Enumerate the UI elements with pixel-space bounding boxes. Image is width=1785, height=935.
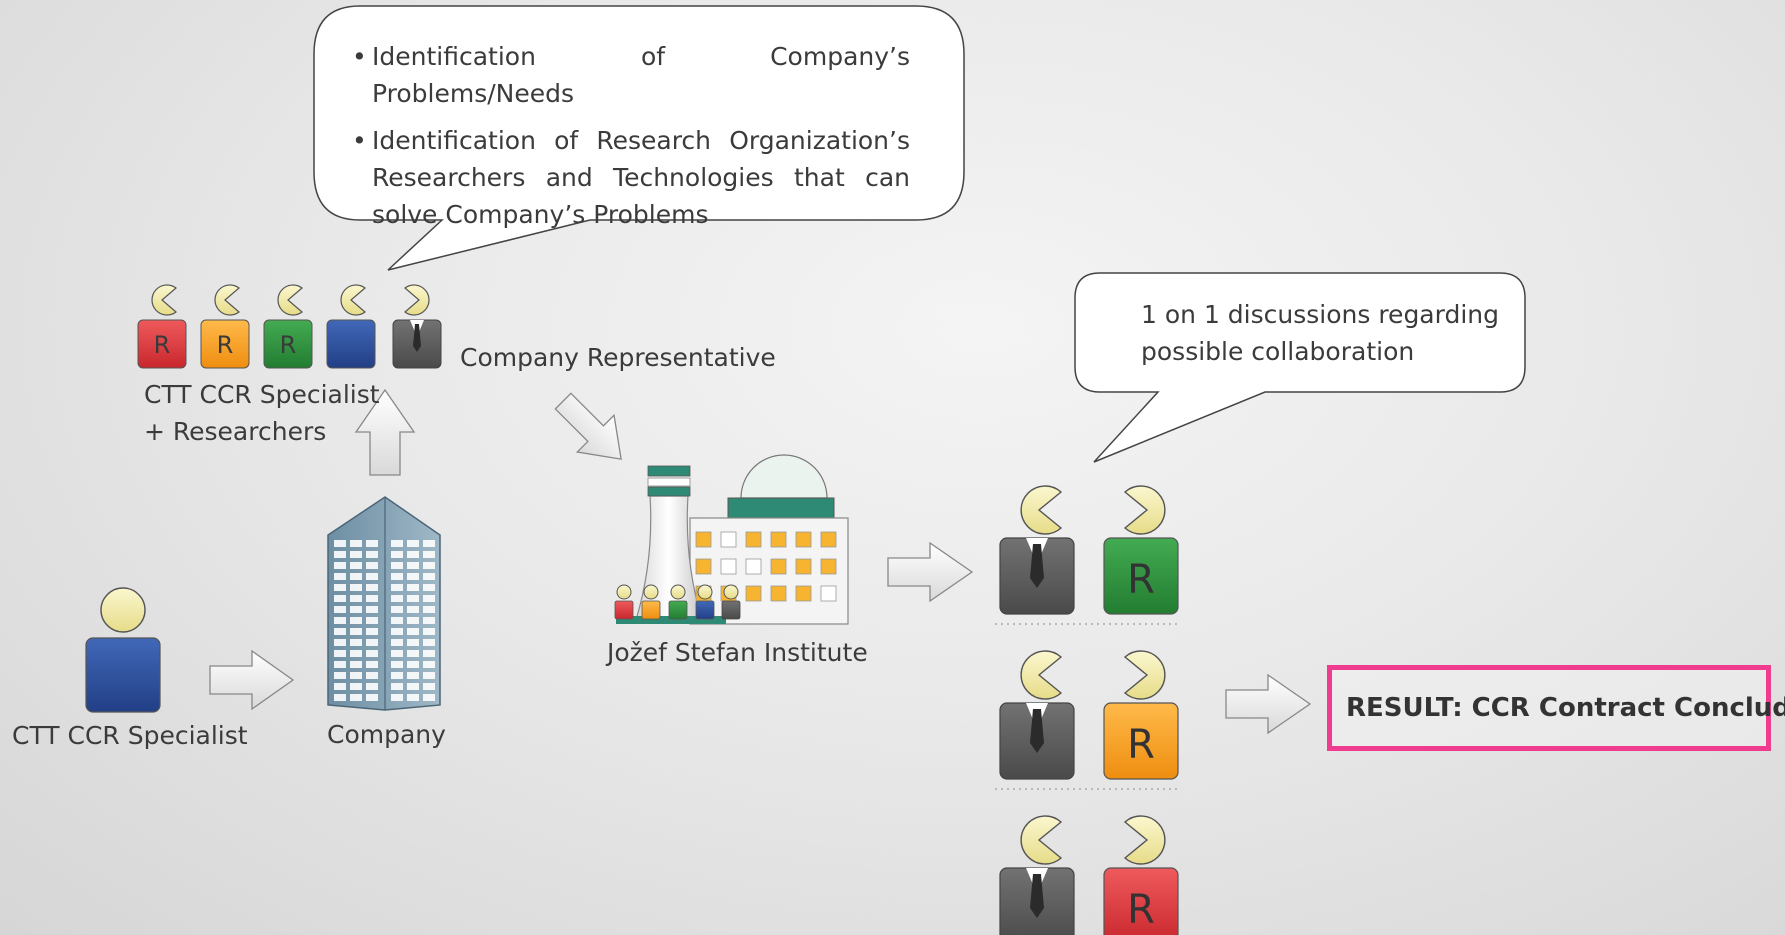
- researcher-letter: R: [1127, 722, 1155, 768]
- company-representative-label: Company Representative: [460, 343, 776, 372]
- researcher-icon: R: [137, 284, 187, 369]
- arrow-icon: [1225, 673, 1312, 735]
- discussion-pair: R: [999, 650, 1179, 780]
- suit-person-icon: [999, 485, 1075, 615]
- institute-icon: [614, 454, 849, 625]
- suit-person-icon: [999, 650, 1075, 780]
- building-icon: [327, 496, 441, 711]
- discussion-pair: R: [999, 485, 1179, 615]
- group-label-line2: + Researchers: [144, 417, 327, 446]
- institute-people: [614, 584, 741, 620]
- bubble-item: Identification of Research Organization’…: [352, 122, 910, 233]
- researcher-icon: R: [263, 284, 313, 369]
- researcher-letter: R: [1127, 887, 1155, 933]
- bubble-item: Identification of Company’s Problems/Nee…: [352, 38, 910, 112]
- researcher-icon: R: [1103, 650, 1179, 780]
- arrow-icon: [554, 392, 622, 460]
- institute-label: Jožef Stefan Institute: [607, 638, 868, 667]
- discussion-pair: R: [999, 815, 1179, 935]
- svg-text:R: R: [280, 331, 297, 359]
- result-text: RESULT: CCR Contract Concluded: [1346, 693, 1785, 723]
- specialist-icon: [326, 284, 376, 369]
- researcher-letter: R: [1127, 557, 1155, 603]
- researcher-icon: R: [1103, 815, 1179, 935]
- arrow-icon: [209, 649, 295, 711]
- result-box: RESULT: CCR Contract Concluded: [1327, 665, 1785, 751]
- suit-person-icon: [392, 284, 442, 369]
- company-label: Company: [327, 720, 446, 749]
- specialist-icon: [85, 587, 161, 713]
- speech-bubble-right: [1074, 272, 1526, 463]
- right-bubble-text: 1 on 1 discussions regarding possible co…: [1141, 300, 1499, 366]
- top-bubble-text: Identification of Company’s Problems/Nee…: [352, 38, 910, 243]
- arrow-icon: [887, 541, 974, 603]
- researcher-group: R R R: [137, 284, 442, 369]
- researcher-icon: R: [1103, 485, 1179, 615]
- svg-text:R: R: [154, 331, 171, 359]
- suit-person-icon: [999, 815, 1075, 935]
- researcher-icon: R: [200, 284, 250, 369]
- group-label-line1: CTT CCR Specialist: [144, 380, 380, 409]
- ctt-specialist-label: CTT CCR Specialist: [12, 721, 248, 750]
- arrow-icon: [354, 388, 416, 476]
- svg-text:R: R: [217, 331, 234, 359]
